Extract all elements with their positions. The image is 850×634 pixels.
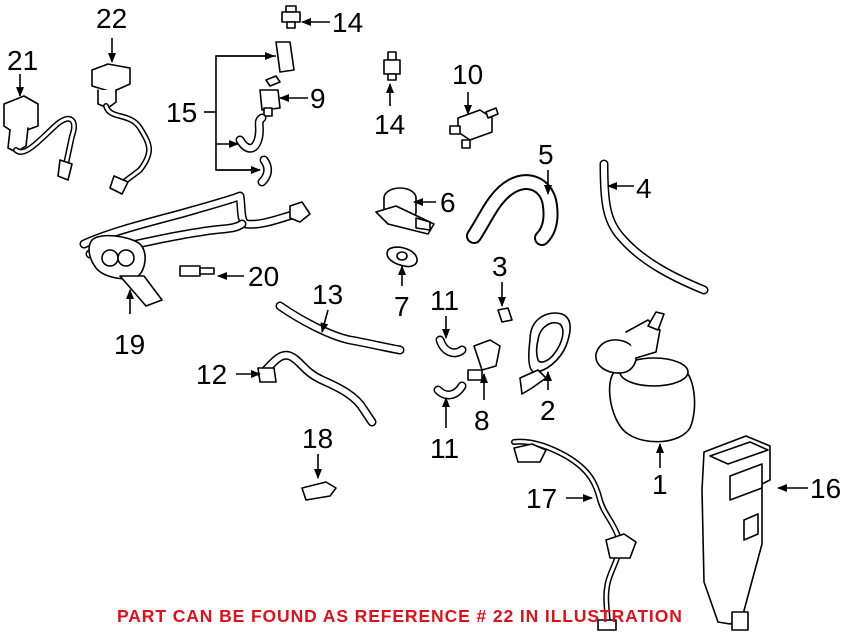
part-2-mounting-bracket[interactable] — [519, 312, 571, 395]
part-15-hose-bend[interactable] — [235, 113, 267, 153]
callout-14-second: 14 — [374, 109, 405, 140]
callout-21: 21 — [7, 45, 38, 76]
part-10-solenoid-valve[interactable] — [449, 107, 499, 149]
part-17-sensor-harness[interactable] — [511, 438, 637, 631]
part-13-hose[interactable] — [275, 301, 405, 355]
part-22-oxygen-sensor[interactable] — [91, 63, 152, 195]
part-21-oxygen-sensor[interactable] — [3, 95, 77, 181]
callout-12: 12 — [196, 359, 227, 390]
part-15-hose-lower[interactable] — [257, 155, 273, 187]
leader-lines — [16, 18, 808, 502]
part-18-clip[interactable] — [301, 481, 337, 501]
part-11-elbow-upper[interactable] — [435, 335, 467, 358]
part-7-gasket[interactable] — [386, 246, 418, 268]
reference-notice: PART CAN BE FOUND AS REFERENCE # 22 IN I… — [117, 606, 683, 626]
callout-11-lower: 11 — [430, 433, 459, 464]
part-12-air-line[interactable] — [257, 350, 377, 427]
callout-1: 1 — [652, 469, 668, 500]
part-9-vacuum-valve[interactable] — [259, 75, 281, 117]
callout-4: 4 — [636, 173, 652, 204]
part-4-vent-hose[interactable] — [599, 159, 709, 295]
callout-2: 2 — [540, 395, 556, 426]
part-1-air-pump[interactable] — [595, 311, 696, 443]
part-20-temperature-sensor[interactable] — [179, 265, 215, 277]
callout-14-top: 14 — [332, 7, 363, 38]
part-14-check-valve-top[interactable] — [281, 5, 301, 29]
callout-5: 5 — [538, 139, 554, 170]
callout-15: 15 — [166, 97, 197, 128]
callout-8: 8 — [474, 405, 490, 436]
callout-22: 22 — [96, 3, 127, 34]
part-8-valve[interactable] — [467, 339, 501, 381]
part-11-elbow-lower[interactable] — [433, 381, 467, 400]
callout-6: 6 — [440, 187, 456, 218]
part-16-canister[interactable] — [701, 435, 771, 631]
callout-9: 9 — [310, 83, 326, 114]
part-19-pipe-assembly[interactable] — [79, 191, 311, 307]
callout-13: 13 — [312, 279, 343, 310]
callout-16: 16 — [810, 473, 841, 504]
callout-17: 17 — [526, 483, 557, 514]
callout-7: 7 — [394, 291, 410, 322]
part-5-air-hose[interactable] — [466, 174, 559, 246]
part-15-hose-upper[interactable] — [275, 41, 295, 73]
part-3-plug[interactable] — [497, 307, 513, 323]
callout-10: 10 — [452, 59, 483, 90]
callout-3: 3 — [492, 251, 508, 282]
callout-20: 20 — [248, 261, 279, 292]
callout-18: 18 — [302, 423, 333, 454]
part-14-check-valve-second[interactable] — [383, 51, 401, 81]
callout-19: 19 — [114, 329, 145, 360]
callout-numbers: 21 22 14 9 15 14 10 5 4 6 7 3 13 11 8 11… — [7, 3, 841, 514]
callout-11-upper: 11 — [430, 285, 459, 316]
part-6-control-valve[interactable] — [375, 187, 435, 235]
